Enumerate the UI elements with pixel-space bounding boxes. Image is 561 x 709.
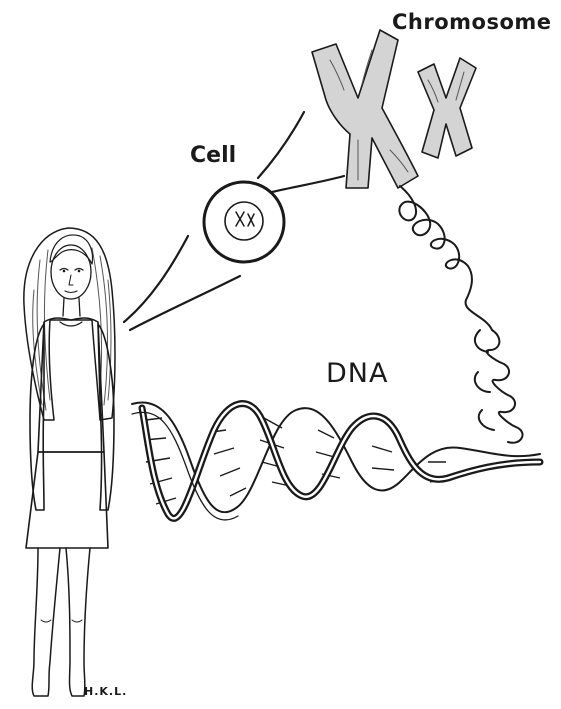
cell-circle xyxy=(204,182,284,262)
artist-signature: H.K.L. xyxy=(84,685,127,698)
dna-coil xyxy=(399,186,522,443)
dna-label: DNA xyxy=(326,358,388,389)
chromosome-x-pair xyxy=(312,30,476,188)
chromosome-label: Chromosome xyxy=(392,10,552,34)
cell-label: Cell xyxy=(190,143,236,168)
girl-figure xyxy=(24,228,115,696)
